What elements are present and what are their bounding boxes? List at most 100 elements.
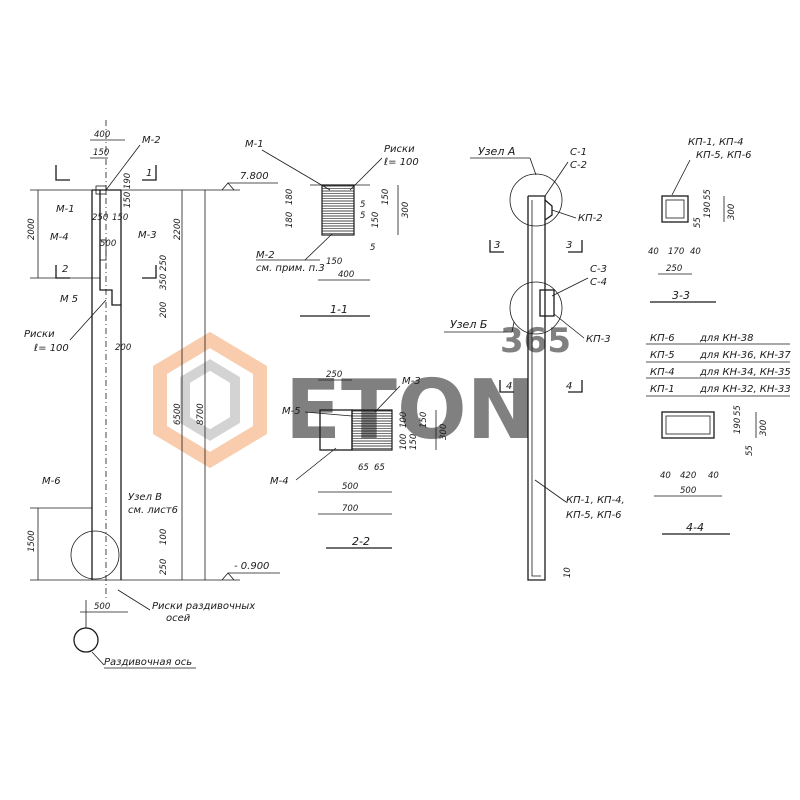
cut-mark-2-left [55, 265, 70, 279]
s11-dim-150a: 150 [371, 212, 381, 228]
s33-dim-250: 250 [666, 264, 682, 274]
cut-3-label-right: 3 [566, 240, 572, 251]
dim-150: 150 [93, 148, 109, 158]
legend-row-1-use: для КН-38 [699, 333, 753, 344]
node-v-circle [70, 530, 120, 580]
axis-bubble [73, 627, 99, 653]
s11-label-riski: Риски [384, 144, 415, 155]
s11-dim-5a: 5 [360, 200, 365, 210]
s33-outline [661, 195, 689, 223]
label-m3: М-3 [138, 230, 157, 241]
s11-dim-150: 150 [326, 257, 342, 267]
leader-riski-axes [117, 589, 151, 611]
s11-dim-400: 400 [338, 270, 354, 280]
cut-4-label-left: 4 [506, 381, 512, 392]
s33-inner [665, 199, 685, 219]
watermark-logo-icon [153, 331, 267, 469]
s33-leader [671, 159, 691, 196]
label-c3: С-3 [590, 264, 607, 275]
cut-3-label-left: 3 [494, 240, 500, 251]
label-riski-axes-1: Риски раздивочных [152, 601, 255, 612]
leader-c1 [544, 161, 569, 197]
s22-dim-65b: 65 [374, 463, 385, 473]
s44-dim-55a: 55 [733, 405, 743, 416]
legend-row-4-use: для КН-32, КН-33 [699, 384, 791, 395]
s22-leader-m3 [374, 385, 401, 413]
legend-row-2-plate: КП-5 [650, 350, 675, 361]
legend-row-2-use: для КН-36, КН-37 [699, 350, 791, 361]
cut-mark-1-right [142, 165, 157, 181]
dim-1500: 1500 [27, 530, 37, 552]
dim-cut-150: 150 [112, 213, 128, 223]
s33-label-line2: КП-5, КП-6 [696, 150, 752, 161]
dim-2000: 2000 [27, 218, 37, 240]
section-3-3: КП-1, КП-4 КП-5, КП-6 55 190 55 300 40 1… [648, 137, 752, 303]
s44-outline [661, 411, 715, 439]
leader-c3 [551, 277, 589, 297]
s44-title: 4-4 [686, 521, 704, 534]
s11-label-m2: М-2 [256, 250, 275, 261]
label-m5: М 5 [60, 294, 78, 305]
dim-500-bottom: 500 [94, 602, 110, 612]
leader-riski [69, 299, 107, 341]
s33-dim-40a: 40 [648, 247, 659, 257]
s33-dim-40b: 40 [690, 247, 701, 257]
dim-350-250: 350 250 [159, 255, 169, 290]
s22-dim-700: 700 [342, 504, 358, 514]
s33-dim-55b: 55 [693, 217, 703, 228]
s22-leader-m4 [295, 447, 337, 481]
legend-row-1-plate: КП-6 [650, 333, 675, 344]
level-bottom: - 0.900 [234, 561, 269, 572]
section-4-4: 55 190 55 300 40 420 40 500 4-4 [654, 405, 769, 535]
side-node-b-detail [539, 289, 555, 317]
s11-label-note: см. прим. п.3 [256, 263, 325, 274]
label-node-v: Узел В [128, 492, 162, 503]
s11-label-m1: М-1 [245, 139, 264, 150]
s11-leader-m1 [261, 149, 331, 191]
s22-dim-300: 300 [439, 424, 449, 440]
s11-dim-5b: 5 [360, 211, 365, 221]
s22-leader-m5 [304, 411, 353, 417]
cut-4-label-right: 4 [566, 381, 572, 392]
level-mark-bottom [221, 572, 235, 581]
cut-mark-2-right [142, 265, 157, 279]
node-b-leader [511, 321, 515, 333]
leader-kp-list [534, 479, 567, 503]
dim-100: 100 [159, 529, 169, 545]
cut-1-label: 1 [146, 168, 152, 179]
dim-250: 250 [159, 559, 169, 575]
dim-8700: 8700 [196, 403, 206, 425]
s33-dim-55a: 55 [703, 189, 713, 200]
watermark-sub: 365 [500, 321, 571, 361]
label-c2: С-2 [570, 160, 587, 171]
legend-row-3-use: для КН-34, КН-35 [699, 367, 791, 378]
dim-500: 500 [100, 239, 116, 249]
s22-dim-250: 250 [326, 370, 342, 380]
s22-label-m5: М-5 [282, 406, 301, 417]
label-riski-step: ℓ= 100 [34, 343, 69, 354]
s44-inner [665, 415, 711, 435]
node-b-circle [509, 281, 563, 335]
label-c4: С-4 [590, 277, 607, 288]
s22-dim-100a: 100 [399, 434, 409, 450]
label-axis: Раздивочная ось [104, 657, 192, 668]
s11-dim-300: 300 [401, 202, 411, 218]
s44-dim-40b: 40 [708, 471, 719, 481]
label-m6: М-6 [42, 476, 61, 487]
legend-row-3-plate: КП-4 [650, 367, 675, 378]
s22-dim-150a: 150 [409, 434, 419, 450]
s33-dim-300: 300 [727, 204, 737, 220]
s11-dim-5: 5 [370, 243, 375, 253]
leader-kp3 [553, 313, 585, 339]
s44-dim-300: 300 [759, 420, 769, 436]
s22-dim-65a: 65 [358, 463, 369, 473]
dim-150-190: 150 190 [123, 173, 133, 208]
dim-400: 400 [94, 130, 110, 140]
dim-200a: 200 [159, 302, 169, 318]
label-riski-axes-2: осей [166, 613, 191, 624]
s11-leader-riski [349, 157, 383, 191]
s11-label-riski-step: ℓ= 100 [384, 157, 419, 168]
label-node-a: Узел А [478, 145, 515, 158]
level-mark-top [221, 182, 235, 191]
